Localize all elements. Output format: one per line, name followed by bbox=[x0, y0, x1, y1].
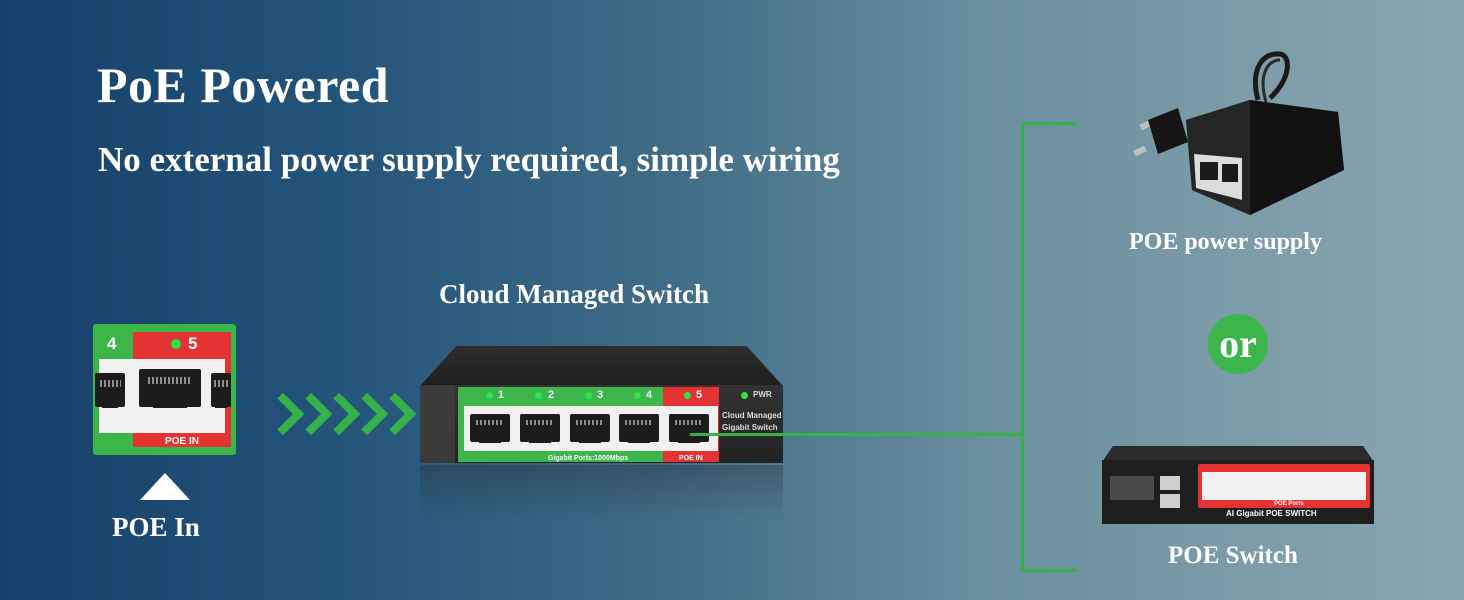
port-led bbox=[684, 392, 691, 399]
port-panel bbox=[95, 359, 231, 433]
port-led bbox=[535, 392, 542, 399]
poe-switch-device: POE Ports AI Gigabit POE SWITCH bbox=[1102, 446, 1374, 524]
page-subtitle: No external power supply required, simpl… bbox=[98, 140, 840, 179]
cable-branch-bottom bbox=[1021, 569, 1077, 572]
arrow-up-icon bbox=[140, 473, 190, 500]
model-label-line1: Cloud Managed bbox=[722, 411, 782, 420]
ethernet-jack-icon bbox=[669, 414, 709, 444]
ports-tag: Gigabit Ports:1000Mbps bbox=[548, 455, 629, 462]
sfp-ports-icon bbox=[1110, 476, 1154, 500]
switch-port-number: 4 bbox=[646, 389, 653, 401]
ethernet-jack-icon bbox=[139, 369, 201, 408]
uplink-port-icon bbox=[1160, 494, 1180, 508]
chevron-right-arrows-icon bbox=[268, 393, 405, 433]
poe-in-caption: POE In bbox=[112, 512, 200, 542]
ethernet-jack-icon bbox=[95, 373, 125, 409]
switch-reflection bbox=[420, 465, 783, 520]
cable-line bbox=[690, 433, 1024, 436]
cable-branch-top bbox=[1021, 122, 1077, 125]
poe-ports-tag: POE Ports bbox=[1274, 501, 1304, 507]
switch-port-panel bbox=[464, 406, 718, 451]
port-led bbox=[486, 392, 493, 399]
power-led bbox=[741, 392, 748, 399]
chevron-right-icon bbox=[380, 393, 405, 433]
switch-port-number: 2 bbox=[548, 389, 555, 401]
poe-in-tag: POE IN bbox=[165, 436, 199, 447]
port-led bbox=[634, 392, 641, 399]
poe-switch-brand: AI Gigabit POE SWITCH bbox=[1226, 509, 1317, 518]
ethernet-jack-icon bbox=[570, 414, 610, 444]
port-led bbox=[171, 339, 181, 349]
switch-port-number: 3 bbox=[597, 389, 604, 401]
poe-in-closeup: 4 5 POE IN bbox=[93, 324, 236, 455]
ethernet-jack-icon bbox=[619, 414, 659, 444]
port-led bbox=[585, 392, 592, 399]
poe-ports-panel bbox=[1202, 472, 1366, 500]
power-label: PWR bbox=[753, 390, 772, 399]
poe-adapter-icon bbox=[1133, 51, 1344, 215]
ethernet-jack-icon bbox=[211, 373, 231, 409]
power-supply-label: POE power supply bbox=[1129, 229, 1322, 255]
switch-front-panel: 1 2 3 4 5 Gigabit Ports:1000Mbps POE IN … bbox=[420, 385, 783, 463]
port-number-4: 4 bbox=[107, 334, 117, 353]
ethernet-jack-icon bbox=[520, 414, 560, 444]
switch-title: Cloud Managed Switch bbox=[439, 279, 710, 309]
or-badge: or bbox=[1208, 314, 1268, 374]
uplink-port-icon bbox=[1160, 476, 1180, 490]
model-label-line2: Gigabit Switch bbox=[722, 423, 778, 432]
page-title: PoE Powered bbox=[97, 57, 390, 113]
cable-trunk bbox=[1021, 122, 1024, 572]
port-number-5: 5 bbox=[188, 334, 198, 353]
poe-switch-label: POE Switch bbox=[1168, 542, 1298, 569]
poe-in-tag: POE IN bbox=[679, 455, 703, 462]
switch-top bbox=[420, 346, 783, 386]
switch-port-number: 5 bbox=[696, 389, 703, 401]
ethernet-jack-icon bbox=[470, 414, 510, 444]
switch-port-number: 1 bbox=[498, 389, 505, 401]
